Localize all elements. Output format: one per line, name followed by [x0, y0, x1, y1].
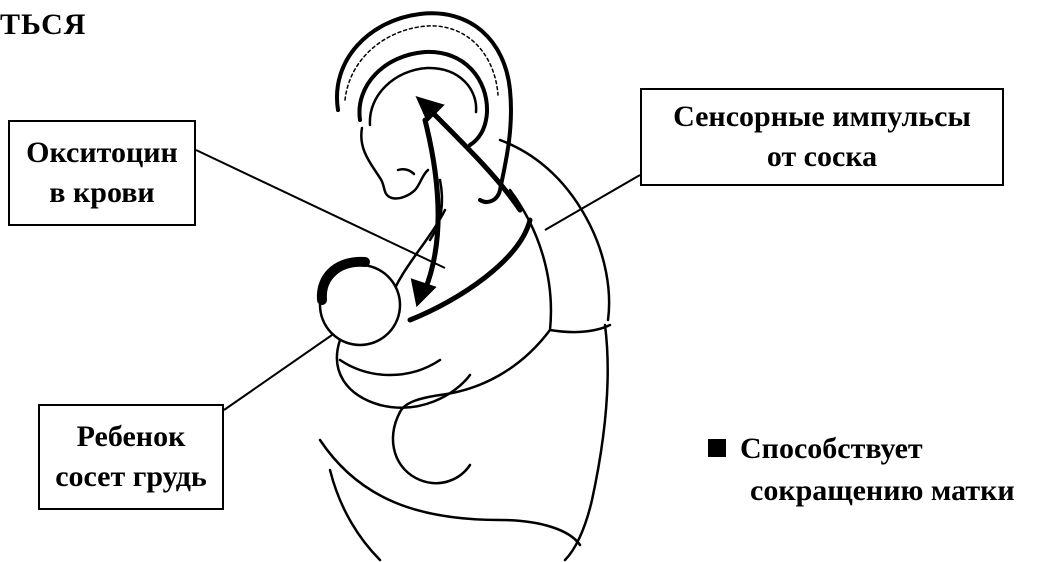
oxytocin-label-line-1: Окситоцин — [26, 133, 178, 173]
sensory-label-line-1: Сенсорные импульсы — [673, 97, 971, 137]
oxytocin-leader-line — [196, 150, 445, 268]
oxytocin-label: Окситоцин в крови — [8, 120, 196, 226]
sensory-impulses-label: Сенсорные импульсы от соска — [640, 88, 1004, 186]
brain-inner — [370, 68, 476, 125]
baby-wrap — [340, 360, 440, 375]
baby-leader-line — [224, 335, 332, 410]
sensory-leader-line — [545, 175, 640, 230]
bullet-line-2: сокращению матки — [708, 470, 1015, 512]
baby-label-line-2: сосет грудь — [55, 457, 207, 497]
bullet-text-1: Способствует — [740, 432, 923, 465]
sleeve — [510, 190, 610, 332]
arm — [400, 330, 550, 412]
partial-title: ТЬСЯ — [0, 8, 86, 42]
shoulder-back — [500, 140, 609, 320]
skirt — [330, 470, 380, 560]
lap — [320, 440, 580, 545]
bullet-line-1: Способствует — [708, 428, 1015, 470]
back — [565, 325, 608, 560]
uterus-contraction-note: Способствует сокращению матки — [708, 428, 1015, 512]
baby-to-brain-arrow-path — [410, 220, 530, 320]
bullet-square-icon — [708, 439, 726, 457]
sensory-label-line-2: от соска — [767, 137, 877, 177]
hand — [393, 412, 470, 483]
baby-suckling-label: Ребенок сосет грудь — [38, 404, 224, 510]
oxytocin-label-line-2: в крови — [49, 173, 154, 213]
face-profile — [361, 128, 428, 198]
oxytocin-arrow-head — [414, 282, 432, 302]
baby-label-line-1: Ребенок — [77, 417, 186, 457]
eye — [398, 169, 414, 174]
